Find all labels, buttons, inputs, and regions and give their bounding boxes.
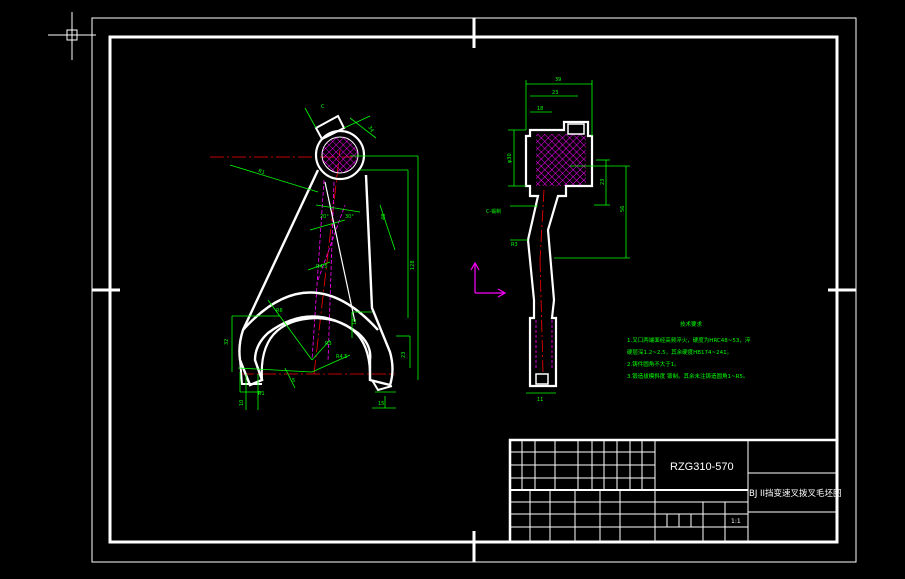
side-dimensions — [508, 80, 630, 394]
dim-front-128: 128 — [410, 260, 416, 270]
fork-inner-arc — [260, 316, 372, 381]
dim-front-r4p5b: R4.5 — [316, 264, 327, 270]
boss-pad — [314, 114, 346, 141]
dim-front-r1b: R1 — [258, 391, 265, 397]
title-block-text: RZG310-570 BJ II挡变速叉拨叉毛坯图 1:1 — [670, 461, 842, 525]
fork-arch-outer — [242, 291, 379, 331]
side-profile — [524, 120, 594, 388]
dim-front-10: 10 — [239, 400, 245, 406]
side-slot-bottom — [535, 373, 549, 385]
crosshair-cursor-icon[interactable] — [48, 12, 96, 60]
dim-side-56: 56 — [620, 206, 626, 212]
front-hidden-lines — [311, 179, 346, 363]
outer-border — [91, 17, 857, 563]
dim-front-5: 5 — [292, 378, 295, 384]
dim-front-20deg: 20° — [320, 214, 329, 220]
side-dimension-text: 39 23 18 φ30 23 56 11 C-锻制 R3 — [486, 77, 626, 403]
drawing-number: RZG310-570 — [670, 461, 734, 473]
notes-line-2: 硬层深1.2~2.5，其余硬度HB174~241。 — [627, 348, 732, 356]
notes-line-1: 1.叉口两端面经高频淬火，硬度为HRC48~53，淬 — [627, 336, 751, 344]
front-dimension-text: 34 R1 30° 20° 48 128 R6 R3 R4.5 R4.5 32 … — [224, 104, 416, 407]
dim-front-48: 48 — [381, 214, 387, 220]
dim-front-r4p5a: R4.5 — [336, 354, 347, 360]
drawing-scale: 1:1 — [731, 518, 741, 525]
side-hidden-lines — [535, 320, 553, 370]
front-dimensions — [229, 107, 419, 410]
side-slot-top — [567, 123, 585, 135]
side-head-hatch2 — [536, 134, 586, 186]
notes-line-4: 3.锻造拔模斜度 锻制。其余未注铸造圆角1~R5。 — [627, 372, 748, 380]
ucs-axis-icon — [470, 261, 507, 298]
drawing-title: BJ II挡变速叉拨叉毛坯图 — [749, 488, 842, 499]
side-view: 39 23 18 φ30 23 56 11 C-锻制 R3 — [486, 77, 630, 403]
notes-heading: 技术要求 — [680, 320, 703, 328]
dim-front-23: 23 — [401, 352, 407, 358]
dim-front-r6: R6 — [276, 308, 283, 314]
title-block — [508, 438, 839, 544]
web-line — [324, 181, 356, 323]
dim-front-18: 18 — [352, 319, 358, 325]
chamfer-label-side: C-锻制 — [486, 208, 501, 215]
dim-side-11: 11 — [537, 397, 543, 403]
dim-front-r1: R1 — [257, 168, 265, 176]
dim-side-phi30: φ30 — [507, 153, 513, 163]
fork-outline — [238, 169, 394, 387]
dim-side-23b: 23 — [600, 179, 606, 185]
dim-front-34: 34 — [366, 125, 374, 134]
chamfer-label-front: C — [321, 104, 325, 110]
r-mark-side: R3 — [511, 242, 518, 248]
dim-front-r3: R3 — [325, 341, 332, 347]
dim-front-15: 15 — [378, 401, 384, 407]
dim-side-18: 18 — [537, 106, 543, 112]
front-view: 34 R1 30° 20° 48 128 R6 R3 R4.5 R4.5 32 … — [210, 104, 419, 410]
notes-line-3: 2.铸件圆角不大于1。 — [627, 360, 680, 368]
boss-bore-hatch2 — [322, 137, 358, 173]
dim-front-32: 32 — [224, 339, 230, 345]
dim-side-23: 23 — [552, 90, 558, 96]
dim-front-30deg: 30° — [345, 214, 354, 220]
technical-notes: 技术要求 1.叉口两端面经高频淬火，硬度为HRC48~53，淬 硬层深1.2~2… — [627, 320, 751, 380]
dim-side-39: 39 — [555, 77, 561, 83]
side-center-lines — [539, 189, 545, 373]
center-marks — [92, 18, 856, 562]
right-leg — [371, 379, 393, 392]
